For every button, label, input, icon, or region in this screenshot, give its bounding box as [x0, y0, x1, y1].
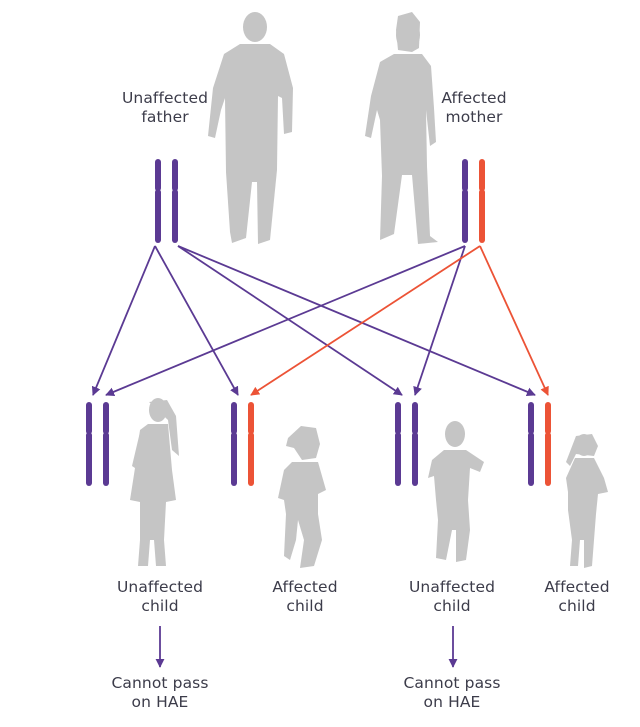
child-3-label-line1: Unaffected	[408, 578, 496, 596]
child-4-label-line1: Affected	[544, 578, 610, 596]
girl-silhouette-icon	[566, 434, 608, 568]
father-label: Unaffected father	[105, 89, 225, 127]
father-label-line1: Unaffected	[121, 89, 209, 107]
arrow-mother-to-child-4	[479, 245, 549, 396]
child-2-chromosome-pair	[231, 402, 254, 486]
child-3-label-line2: child	[433, 597, 471, 615]
arrow-father-to-child-1	[91, 245, 156, 396]
child-1-note-line2: on HAE	[131, 693, 189, 711]
child-4-label: Affected child	[522, 578, 632, 616]
mother-label-line2: mother	[445, 108, 503, 126]
girl-silhouette-icon	[130, 398, 179, 566]
mother-silhouette-icon	[365, 12, 438, 244]
child-1-label-line2: child	[141, 597, 179, 615]
child-3-chromosome-pair	[395, 402, 418, 486]
child-3-note-line1: Cannot pass	[403, 674, 501, 692]
arrow-mother-to-child-1	[105, 245, 466, 397]
child-3-note-line2: on HAE	[423, 693, 481, 711]
father-label-line2: father	[141, 108, 189, 126]
inheritance-arrows	[91, 245, 549, 397]
child-1-note: Cannot pass on HAE	[95, 674, 225, 712]
child-2-label-line1: Affected	[272, 578, 338, 596]
arrow-father-to-child-3	[177, 245, 403, 396]
child-4-chromosome-pair	[528, 402, 551, 486]
child-3-label: Unaffected child	[392, 578, 512, 616]
child-1-label: Unaffected child	[100, 578, 220, 616]
child-2-label: Affected child	[245, 578, 365, 616]
mother-label: Affected mother	[414, 89, 534, 127]
mother-chromosome-pair	[462, 159, 485, 243]
child-4-label-line2: child	[558, 597, 596, 615]
arrow-mother-to-child-3	[413, 245, 466, 396]
father-chromosome-pair	[155, 159, 178, 243]
boy-silhouette-icon	[428, 421, 484, 562]
arrow-father-to-child-2	[154, 245, 239, 396]
father-silhouette-icon	[208, 12, 293, 244]
child-1-chromosome-pair	[86, 402, 109, 486]
mother-label-line1: Affected	[441, 89, 507, 107]
child-3-note: Cannot pass on HAE	[387, 674, 517, 712]
child-1-label-line1: Unaffected	[116, 578, 204, 596]
boy-silhouette-icon	[278, 426, 326, 568]
child-1-note-line1: Cannot pass	[111, 674, 209, 692]
child-2-label-line2: child	[286, 597, 324, 615]
arrow-mother-to-child-2	[250, 245, 481, 396]
arrow-father-to-child-4	[177, 245, 536, 397]
note-arrows	[155, 626, 458, 668]
chromosome-pairs	[86, 159, 551, 486]
